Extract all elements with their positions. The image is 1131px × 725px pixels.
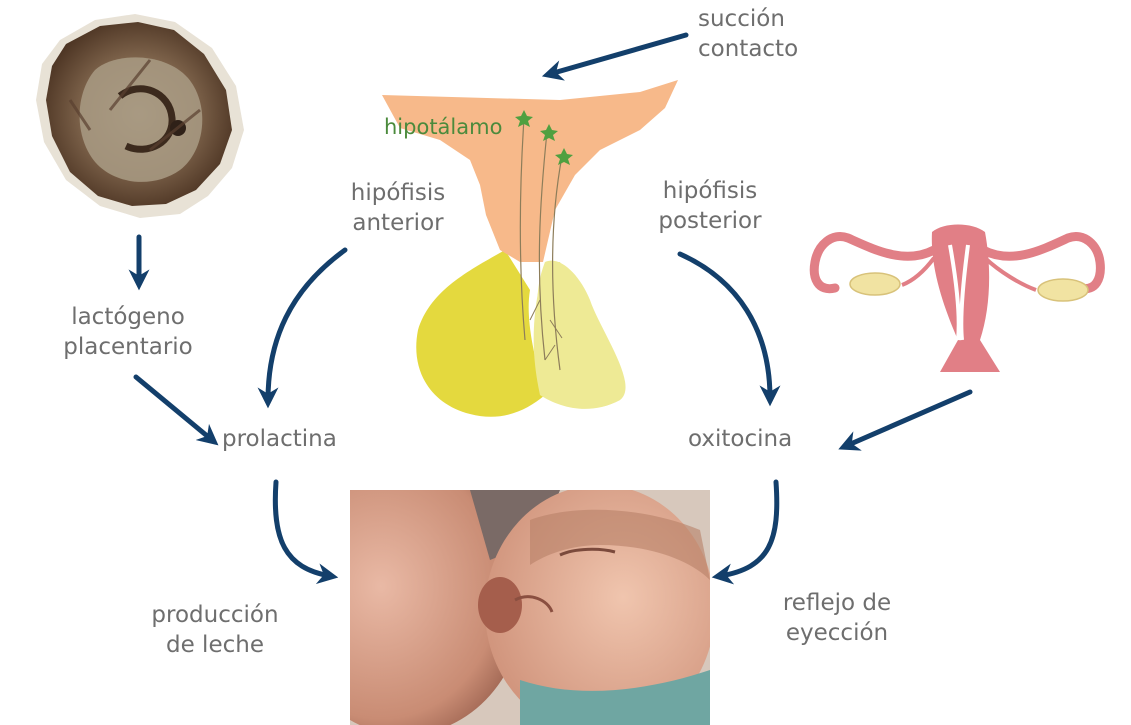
arrow-prolactin-to-production — [275, 482, 330, 576]
posterior-pituitary-label: hipófisis posterior — [645, 176, 775, 236]
ejection-reflex-label-line-1: reflejo de — [772, 588, 902, 618]
arrow-oxytocin-to-ejection — [720, 482, 777, 576]
arrow-anterior-to-prolactin — [268, 250, 345, 400]
arrow-posterior-to-oxytocin — [680, 254, 770, 398]
stimulus-label-line-1: succión — [698, 4, 798, 34]
hypothalamus-label: hipotálamo — [384, 112, 502, 142]
milk-production-label-line-1: producción — [140, 600, 290, 630]
arrow-stimulus-to-hypothalamus — [550, 35, 686, 74]
posterior-pituitary-label-line-1: hipófisis — [645, 176, 775, 206]
stimulus-label-line-2: contacto — [698, 34, 798, 64]
oxytocin-label: oxitocina — [688, 424, 792, 454]
ejection-reflex-label-line-2: eyección — [772, 618, 902, 648]
arrow-lactogen-to-prolactin — [136, 377, 212, 440]
anterior-pituitary-label-line-2: anterior — [338, 208, 458, 238]
posterior-pituitary-label-line-2: posterior — [645, 206, 775, 236]
breastfeeding-photo — [285, 465, 715, 725]
anterior-pituitary-label: hipófisis anterior — [338, 178, 458, 238]
ejection-reflex-label: reflejo de eyección — [772, 588, 902, 648]
milk-production-label: producción de leche — [140, 600, 290, 660]
stimulus-label: succión contacto — [698, 4, 798, 64]
placental-lactogen-label-line-2: placentario — [48, 332, 208, 362]
placental-lactogen-label: lactógeno placentario — [48, 302, 208, 362]
anterior-pituitary-label-line-1: hipófisis — [338, 178, 458, 208]
placental-lactogen-label-line-1: lactógeno — [48, 302, 208, 332]
prolactin-label: prolactina — [222, 424, 337, 454]
placenta-image — [36, 14, 244, 218]
milk-production-label-line-2: de leche — [140, 630, 290, 660]
arrow-uterus-to-oxytocin — [846, 392, 970, 446]
uterus-illustration — [814, 225, 1100, 373]
